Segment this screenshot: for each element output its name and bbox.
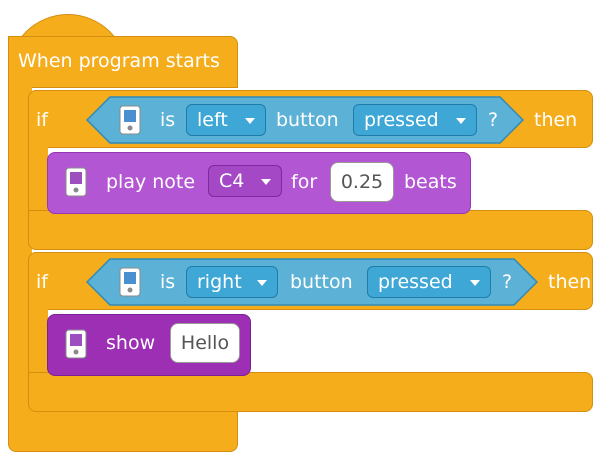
show-label: show [106, 332, 156, 354]
button-label: button [276, 109, 339, 131]
note-value: C4 [219, 170, 245, 192]
chevron-down-icon [245, 118, 255, 124]
is-label: is [160, 271, 176, 293]
then-label: then [534, 109, 578, 131]
if-block-2-foot [28, 372, 593, 412]
chevron-down-icon [456, 118, 466, 124]
if-block-1-arm [28, 146, 48, 212]
button-state-value: pressed [378, 271, 453, 293]
play-note-label: play note [106, 171, 196, 193]
button-state-dropdown[interactable]: pressed [367, 266, 491, 298]
note-dropdown[interactable]: C4 [208, 165, 282, 197]
if-block-1-foot [28, 210, 593, 250]
question-mark-label: ? [502, 271, 513, 293]
hub-icon [119, 105, 141, 135]
beats-label: beats [404, 171, 457, 193]
button-side-value: left [197, 109, 228, 131]
button-label: button [290, 271, 353, 293]
hub-icon [65, 329, 87, 359]
if-label: if [36, 271, 48, 293]
button-state-dropdown[interactable]: pressed [353, 104, 477, 136]
duration-input[interactable]: 0.25 [330, 162, 394, 202]
when-program-starts-label: When program starts [18, 50, 220, 72]
hub-icon [65, 167, 87, 197]
is-label: is [160, 109, 176, 131]
for-label: for [291, 171, 318, 193]
chevron-down-icon [470, 280, 480, 286]
button-side-dropdown[interactable]: left [186, 104, 266, 136]
when-program-starts-block[interactable] [8, 36, 238, 88]
hub-icon [119, 267, 141, 297]
button-state-value: pressed [364, 109, 439, 131]
then-label: then [548, 271, 592, 293]
if-block-2-arm [28, 308, 48, 374]
chevron-down-icon [257, 280, 267, 286]
button-side-value: right [197, 271, 242, 293]
program-block-bottom [8, 410, 238, 452]
show-text-input[interactable]: Hello [170, 323, 240, 363]
question-mark-label: ? [488, 109, 499, 131]
button-side-dropdown[interactable]: right [186, 266, 278, 298]
chevron-down-icon [261, 179, 271, 185]
if-label: if [36, 109, 48, 131]
